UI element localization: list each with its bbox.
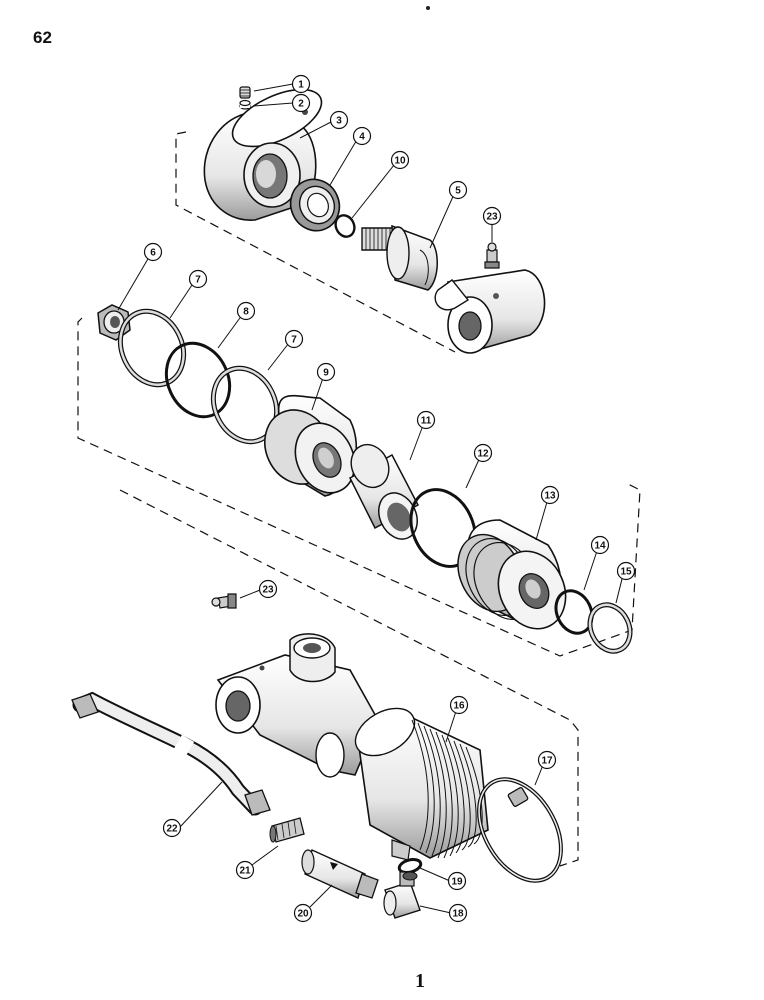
callout-23a: 23	[482, 206, 502, 226]
part-23-grease-fitting-upper	[484, 242, 500, 269]
callout-5: 5	[448, 180, 468, 200]
callout-22: 22	[162, 818, 182, 838]
part-15-backup-ring	[587, 602, 633, 654]
part-9-gland	[264, 394, 358, 497]
part-20-valve	[301, 849, 379, 899]
callout-8: 8	[236, 301, 256, 321]
callout-2: 2	[291, 93, 311, 113]
callout-1: 1	[291, 74, 311, 94]
callout-15-label: 15	[620, 567, 632, 578]
callout-21-label: 21	[239, 866, 251, 877]
footer-mark: 1	[415, 970, 425, 992]
callout-20-label: 20	[297, 909, 309, 920]
callout-23b: 23	[258, 579, 278, 599]
callout-8-label: 8	[243, 307, 249, 318]
callout-17: 17	[537, 750, 557, 770]
barrel-threads	[411, 719, 483, 859]
callout-16: 16	[449, 695, 469, 715]
callout-9-label: 9	[323, 368, 329, 379]
callout-15: 15	[616, 561, 636, 581]
part-7-backup-ring-b	[210, 365, 280, 445]
callout-11: 11	[416, 410, 436, 430]
callout-7b: 7	[284, 329, 304, 349]
part-11-spacer	[349, 443, 420, 540]
callout-10-label: 10	[394, 156, 406, 167]
callout-7b-label: 7	[291, 335, 297, 346]
callout-10: 10	[390, 150, 410, 170]
callout-23b-label: 23	[262, 585, 274, 596]
dashed-grouping-lines	[77, 131, 641, 867]
callout-1-label: 1	[298, 80, 304, 91]
part-14-o-ring	[554, 589, 594, 635]
part-4-wiper-seal	[289, 178, 341, 232]
callout-14-label: 14	[594, 541, 606, 552]
callout-13: 13	[540, 485, 560, 505]
part-16-cylinder-tube	[354, 707, 489, 861]
part-22-hydraulic-line	[71, 691, 271, 816]
callout-12: 12	[473, 443, 493, 463]
part-5-rod-end	[361, 224, 438, 291]
callout-9: 9	[316, 362, 336, 382]
callout-13-label: 13	[544, 491, 556, 502]
callout-7a: 7	[188, 269, 208, 289]
part-21-adapter	[269, 817, 305, 843]
page-number: 62	[33, 28, 52, 47]
callout-4: 4	[352, 126, 372, 146]
part-2-plug	[239, 99, 251, 110]
part-18-elbow	[383, 871, 421, 919]
callout-19: 19	[447, 871, 467, 891]
part-10-o-ring	[334, 214, 356, 238]
callout-3: 3	[329, 110, 349, 130]
callout-22-label: 22	[166, 824, 178, 835]
callout-6-label: 6	[150, 248, 156, 259]
callout-18: 18	[448, 903, 468, 923]
callout-5-label: 5	[455, 186, 461, 197]
callout-6: 6	[143, 242, 163, 262]
callout-3-label: 3	[336, 116, 342, 127]
print-speck	[426, 6, 430, 10]
callout-21: 21	[235, 860, 255, 880]
part-17-clamp	[477, 777, 563, 883]
callout-12-label: 12	[477, 449, 489, 460]
part-13-piston	[457, 519, 567, 630]
callout-16-label: 16	[453, 701, 465, 712]
callout-20: 20	[293, 903, 313, 923]
callout-23a-label: 23	[486, 212, 498, 223]
callout-4-label: 4	[359, 132, 365, 143]
part-1-set-screw	[239, 86, 251, 99]
callout-11-label: 11	[421, 416, 432, 427]
callout-7a-label: 7	[195, 275, 201, 286]
callout-17-label: 17	[541, 756, 553, 767]
callout-2-label: 2	[298, 99, 304, 110]
rod-eye-housing	[434, 269, 546, 354]
part-23-grease-fitting-lower	[211, 593, 237, 609]
cylinder-base-barrel	[215, 633, 379, 778]
part-3-cylinder-head	[203, 88, 323, 221]
lower-group-bracket	[119, 489, 579, 867]
callout-14: 14	[590, 535, 610, 555]
part-8-o-ring	[164, 341, 232, 419]
middle-group-bracket	[77, 317, 641, 657]
callout-18-label: 18	[452, 909, 464, 920]
upper-group-bracket	[175, 131, 456, 353]
callouts: 1 2 3 4 5 6 7 7 8 9 10 11 12 13 14 15 16…	[143, 74, 636, 923]
callout-19-label: 19	[451, 877, 463, 888]
